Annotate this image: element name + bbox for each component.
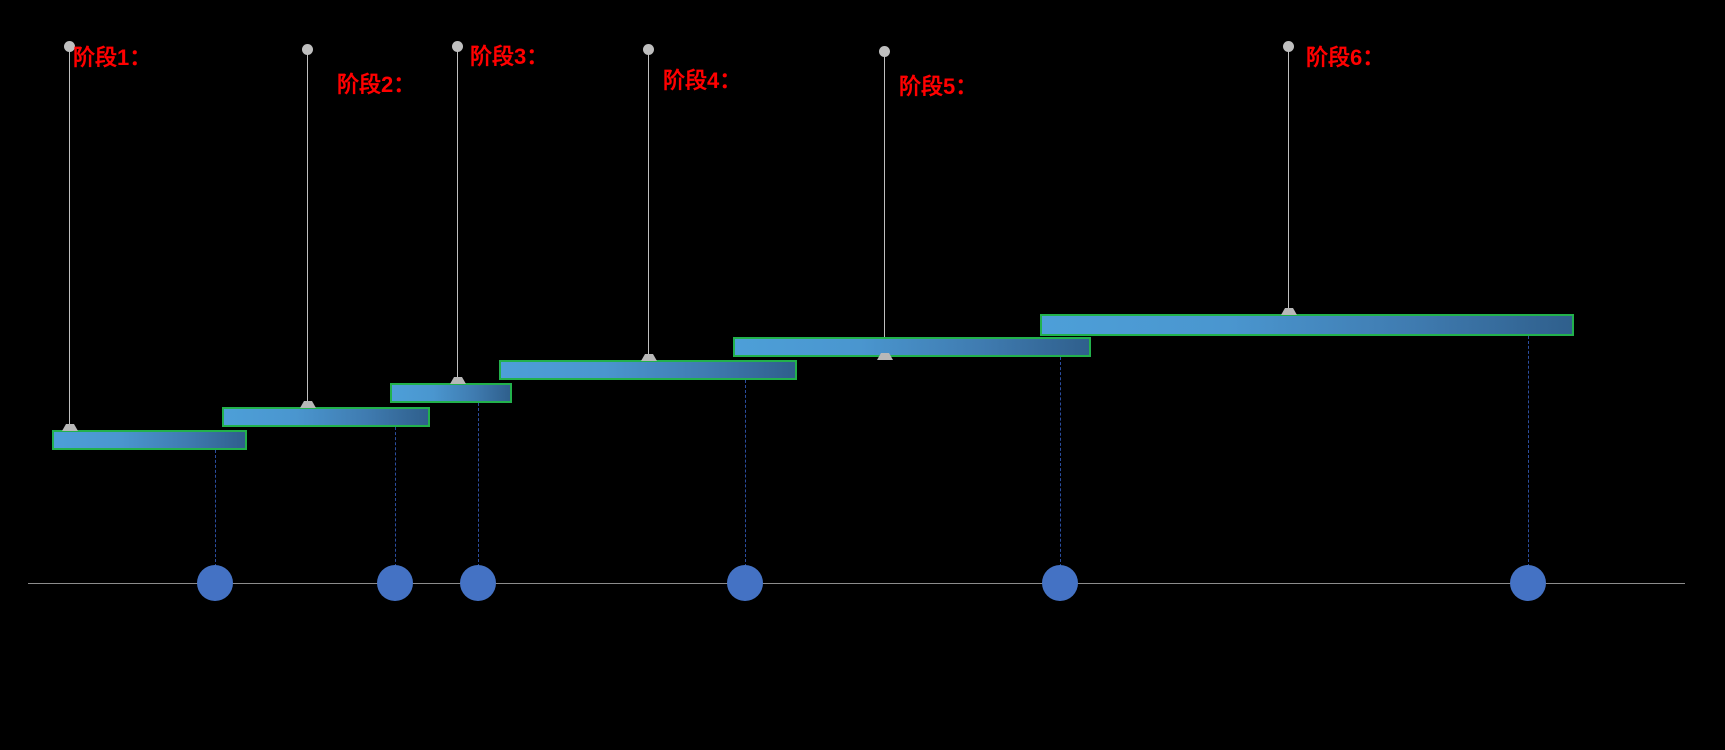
- stage-pin-line-6: [1288, 50, 1289, 316]
- stage-bar-2[interactable]: [222, 407, 430, 427]
- milestone-marker-4[interactable]: [727, 565, 763, 601]
- stage-pin-dot-5: [879, 46, 890, 57]
- timeline-axis: [28, 583, 1685, 584]
- stage-label-1: 阶段1：: [73, 45, 152, 70]
- stage-bar-5[interactable]: [733, 337, 1091, 357]
- stage-pin-dot-6: [1283, 41, 1294, 52]
- stage-bar-cap-1: [62, 424, 78, 431]
- stage-connector-5: [1060, 357, 1061, 567]
- stage-pin-dot-3: [452, 41, 463, 52]
- stage-bar-cap-3: [450, 377, 466, 384]
- stage-pin-line-1: [69, 50, 70, 432]
- stage-pin-line-3: [457, 50, 458, 385]
- stage-bar-cap-5: [877, 353, 893, 360]
- stage-pin-line-2: [307, 53, 308, 409]
- stage-pin-dot-1: [64, 41, 75, 52]
- stage-connector-2: [395, 427, 396, 567]
- stage-bar-3[interactable]: [390, 383, 512, 403]
- stage-connector-6: [1528, 336, 1529, 567]
- milestone-marker-3[interactable]: [460, 565, 496, 601]
- milestone-marker-6[interactable]: [1510, 565, 1546, 601]
- stage-connector-1: [215, 450, 216, 567]
- stage-pin-dot-2: [302, 44, 313, 55]
- milestone-marker-5[interactable]: [1042, 565, 1078, 601]
- stage-pin-line-4: [648, 53, 649, 362]
- stage-bar-4[interactable]: [499, 360, 797, 380]
- stage-label-6: 阶段6：: [1306, 45, 1385, 70]
- stage-pin-line-5: [884, 55, 885, 339]
- milestone-marker-2[interactable]: [377, 565, 413, 601]
- stage-label-2: 阶段2：: [337, 72, 416, 97]
- stage-connector-3: [478, 403, 479, 567]
- stage-bar-cap-4: [641, 354, 657, 361]
- stage-pin-dot-4: [643, 44, 654, 55]
- stage-bar-cap-6: [1281, 308, 1297, 315]
- stage-label-3: 阶段3：: [470, 44, 549, 69]
- stage-bar-1[interactable]: [52, 430, 247, 450]
- stage-label-5: 阶段5：: [899, 74, 978, 99]
- stage-bar-cap-2: [300, 401, 316, 408]
- stage-bar-6[interactable]: [1040, 314, 1574, 336]
- stage-label-4: 阶段4：: [663, 68, 742, 93]
- milestone-marker-1[interactable]: [197, 565, 233, 601]
- stage-connector-4: [745, 380, 746, 567]
